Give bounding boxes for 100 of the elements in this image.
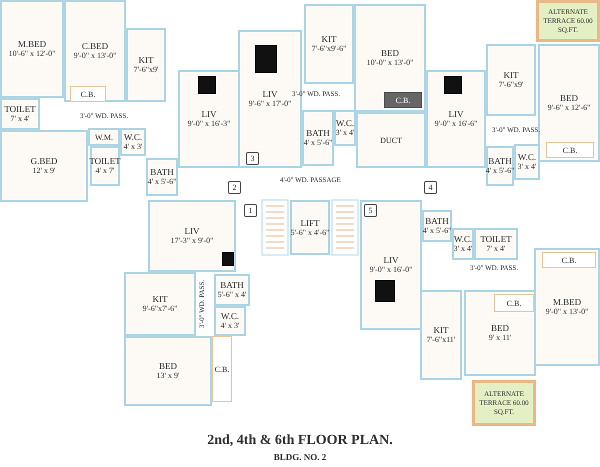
cupboard-label: C.B. — [80, 90, 96, 98]
room-outline — [88, 128, 120, 146]
terrace-area — [472, 380, 536, 426]
room-name: LIFT — [300, 218, 320, 228]
room-dimension: 4' x 5'-6" — [304, 138, 332, 147]
plan-title: 2nd, 4th & 6th FLOOR PLAN. — [206, 433, 394, 449]
room-dimension: 4' x 3' — [220, 321, 240, 330]
room-dimension: 3' x 4' — [454, 244, 472, 253]
room-name: TOILET — [89, 157, 121, 166]
room-dimension: 9' x 11' — [488, 333, 512, 342]
room-dimension: 4' x 3' — [124, 142, 142, 151]
room-outline — [420, 290, 462, 380]
room-outline — [452, 228, 474, 260]
room-name: BED — [381, 49, 399, 58]
room-dimension: 4' x 5'-6" — [422, 226, 452, 235]
room-name: LIV — [384, 256, 398, 265]
terrace-area — [536, 0, 600, 42]
room-dimension: 5'-6" x 4' — [218, 290, 246, 299]
room-outline — [422, 210, 452, 242]
room-dimension: 9'-6" x 17'-0" — [248, 99, 292, 108]
room-name: BATH — [425, 217, 449, 226]
room-outline — [474, 228, 518, 260]
cupboard-outline — [70, 86, 106, 102]
room-outline — [290, 200, 330, 255]
cupboard-label: C.B. — [396, 96, 410, 104]
room-name: BED — [159, 362, 177, 371]
room-dimension: 7'-6"x9' — [498, 80, 524, 89]
room-outline — [124, 272, 196, 336]
room-name: BATH — [306, 129, 330, 138]
room-outline — [120, 128, 146, 156]
room-outline — [334, 110, 356, 146]
room-dimension: 4' x 5'-6" — [486, 166, 514, 175]
room-dimension: 9'-0" x 16'-0" — [370, 265, 412, 274]
cupboard-outline — [546, 142, 594, 158]
cupboard-label: C.B. — [214, 364, 230, 374]
room-outline — [148, 200, 236, 272]
room-dimension: 7' x 4' — [486, 244, 506, 253]
room-name: M.BED — [552, 298, 582, 307]
room-name: G.BED — [30, 157, 58, 166]
room-outline — [486, 44, 536, 116]
room-dimension: 4' x 7' — [96, 166, 114, 175]
room-name: W.C. — [454, 235, 472, 244]
door-number: 3 — [246, 152, 259, 165]
cupboard-outline — [212, 336, 232, 402]
room-name: DUCT — [380, 136, 402, 144]
door-number: 1 — [244, 204, 257, 217]
room-outline — [0, 0, 64, 98]
room-dimension: 10'-0" x 13'-0" — [366, 58, 414, 67]
room-name: W.M. — [95, 132, 113, 142]
building-caption: BLDG. NO. 2 — [272, 452, 328, 462]
room-name: BED — [560, 94, 578, 103]
room-dimension: 13' x 9' — [156, 371, 180, 380]
door-number: 2 — [228, 181, 241, 194]
room-name: BED — [491, 324, 509, 333]
room-outline — [304, 4, 354, 84]
cupboard-label: C.B. — [562, 146, 578, 154]
room-dimension: 10'-6" x 12'-0" — [8, 49, 56, 58]
room-outline — [486, 146, 514, 186]
room-outline — [0, 98, 40, 130]
room-dimension: 4' x 5'-6" — [148, 177, 176, 186]
room-outline — [464, 290, 536, 376]
room-outline — [90, 146, 120, 186]
room-name: W.C. — [220, 312, 240, 321]
room-name: KIT — [138, 56, 154, 65]
cupboard-label: C.B. — [506, 298, 522, 308]
room-outline — [124, 336, 212, 406]
room-name: KIT — [504, 71, 518, 80]
room-dimension: 7' x 4' — [10, 114, 30, 123]
room-outline — [514, 144, 540, 180]
room-dimension: 9'-6"x7'-6" — [142, 304, 178, 313]
room-dimension: 7'-6"x9'-6" — [312, 44, 346, 53]
cupboard-label: C.B. — [562, 256, 576, 264]
room-dimension: 9'-0" x 16'-6" — [434, 119, 478, 128]
room-name: KIT — [152, 295, 168, 304]
room-dimension: 9'-0" x 13'-0" — [74, 51, 116, 60]
room-dimension: 9'-0" x 13'-0" — [546, 307, 588, 316]
room-outline — [126, 28, 166, 102]
room-name: BATH — [150, 168, 174, 177]
room-name: LIV — [202, 110, 216, 119]
room-name: TOILET — [480, 235, 512, 244]
room-outline — [302, 110, 334, 166]
room-name: C.BED — [82, 42, 108, 51]
room-name: LIV — [184, 227, 200, 236]
room-dimension: 17'-3" x 9'-0" — [170, 236, 214, 245]
room-outline — [146, 158, 178, 196]
room-outline — [354, 4, 426, 112]
room-outline — [538, 44, 600, 162]
room-name: BATH — [488, 157, 512, 166]
room-outline — [534, 248, 600, 366]
cupboard-outline — [542, 252, 596, 268]
room-outline — [0, 130, 88, 202]
room-outline — [426, 70, 486, 168]
room-name: W.C. — [518, 153, 536, 162]
room-dimension: 12' x 9' — [32, 166, 56, 175]
room-dimension: 9'-0" x 16'-3" — [188, 119, 230, 128]
room-dimension: 7'-6"x11' — [426, 335, 456, 344]
room-name: W.C. — [336, 119, 354, 128]
room-name: BATH — [220, 281, 244, 290]
room-dimension: 3' x 4' — [336, 128, 354, 137]
door-number: 5 — [364, 204, 377, 217]
